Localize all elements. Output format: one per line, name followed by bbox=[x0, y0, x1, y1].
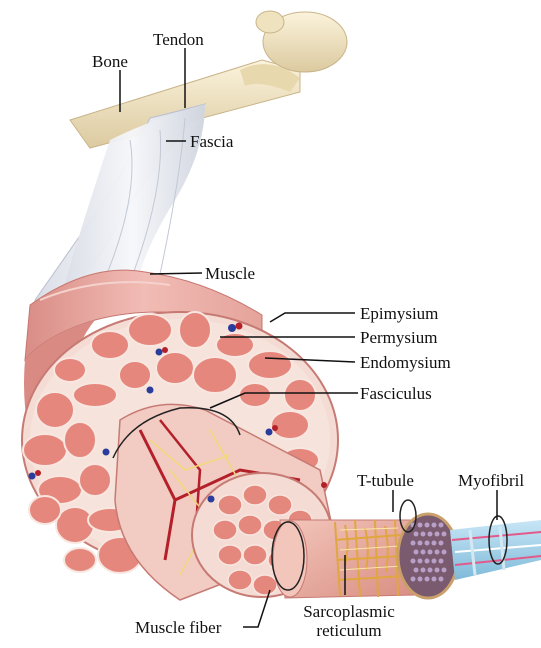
fascicle-blob bbox=[23, 434, 67, 466]
myofibril-dot bbox=[421, 532, 426, 537]
fascicle-blob bbox=[79, 464, 111, 496]
fascicle-blob bbox=[29, 496, 61, 524]
fascicle-blob bbox=[119, 361, 151, 389]
myofibril-dot bbox=[418, 523, 423, 528]
myofibril-dot bbox=[411, 541, 416, 546]
myofibril-dot bbox=[439, 523, 444, 528]
myofibril-dot bbox=[435, 568, 440, 573]
fascicle-blob bbox=[156, 352, 194, 384]
label-sarcoplasmic-line2: reticulum bbox=[294, 621, 404, 640]
myofibril-dot bbox=[432, 559, 437, 564]
fiber-blob bbox=[238, 515, 262, 535]
myofibril-dot bbox=[442, 550, 447, 555]
fascicle-blob bbox=[73, 383, 117, 407]
label-muscle: Muscle bbox=[205, 264, 255, 283]
myofibril-dot bbox=[414, 532, 419, 537]
fascicle-blob bbox=[284, 379, 316, 411]
label-t-tubule: T-tubule bbox=[357, 471, 414, 490]
fascicle-blob bbox=[91, 331, 129, 359]
fiber-blob bbox=[253, 575, 277, 595]
myofibril-dot bbox=[428, 568, 433, 573]
myofibril-dot bbox=[428, 532, 433, 537]
myofibril-dot bbox=[439, 577, 444, 582]
label-sarcoplasmic-reticulum: Sarcoplasmic reticulum bbox=[294, 602, 404, 640]
fascicle-blob bbox=[248, 351, 292, 379]
fascicle-blob bbox=[193, 357, 237, 393]
myofibril-dot bbox=[421, 550, 426, 555]
label-epimysium: Epimysium bbox=[360, 304, 438, 323]
myofibril-dot bbox=[435, 532, 440, 537]
myofibril-dot bbox=[432, 577, 437, 582]
label-myofibril: Myofibril bbox=[458, 471, 524, 490]
myofibril-dot bbox=[432, 523, 437, 528]
label-bone: Bone bbox=[92, 52, 128, 71]
myofibril-dot bbox=[414, 550, 419, 555]
myofibril-dot bbox=[428, 550, 433, 555]
myofibril-dot bbox=[414, 568, 419, 573]
label-fasciculus: Fasciculus bbox=[360, 384, 432, 403]
label-fascia: Fascia bbox=[190, 132, 233, 151]
fascicle-blob bbox=[64, 548, 96, 572]
label-sarcoplasmic-line1: Sarcoplasmic bbox=[294, 602, 404, 621]
myofibril-dot bbox=[411, 577, 416, 582]
myofibril-dot bbox=[418, 541, 423, 546]
myofibril-dot bbox=[425, 541, 430, 546]
label-muscle-fiber: Muscle fiber bbox=[135, 618, 221, 637]
fiber-blob bbox=[213, 520, 237, 540]
myofibril-dot bbox=[442, 532, 447, 537]
myofibril-dot bbox=[421, 568, 426, 573]
fiber-blob bbox=[218, 545, 242, 565]
fiber-blob bbox=[268, 495, 292, 515]
fiber-blob bbox=[218, 495, 242, 515]
myofibril-dot bbox=[418, 559, 423, 564]
label-endomysium: Endomysium bbox=[360, 353, 451, 372]
myofibril-dot bbox=[425, 523, 430, 528]
fiber-blob bbox=[228, 570, 252, 590]
fascicle-blob bbox=[54, 358, 86, 382]
fascicle-blob bbox=[179, 312, 211, 348]
myofibril-dot bbox=[418, 577, 423, 582]
fascicle-blob bbox=[64, 422, 96, 458]
fiber-blob bbox=[243, 485, 267, 505]
myofibril-dot bbox=[442, 568, 447, 573]
fascicle-blob bbox=[271, 411, 309, 439]
myofibril-dot bbox=[435, 550, 440, 555]
myofibril-dot bbox=[439, 541, 444, 546]
fiber-blob bbox=[243, 545, 267, 565]
fascicle-blob bbox=[36, 392, 74, 428]
label-permysium: Permysium bbox=[360, 328, 437, 347]
myofibril-dot bbox=[439, 559, 444, 564]
myofibril-shape bbox=[450, 520, 541, 580]
myofibril-dot bbox=[411, 559, 416, 564]
myofibril-dot bbox=[425, 559, 430, 564]
myofibril-dot bbox=[425, 577, 430, 582]
myofibril-dot bbox=[432, 541, 437, 546]
fascicle-blob bbox=[128, 314, 172, 346]
fascicle-blob bbox=[239, 383, 271, 407]
label-tendon: Tendon bbox=[153, 30, 204, 49]
muscle-fiber-shape bbox=[273, 514, 458, 598]
bone-shape bbox=[70, 11, 347, 148]
